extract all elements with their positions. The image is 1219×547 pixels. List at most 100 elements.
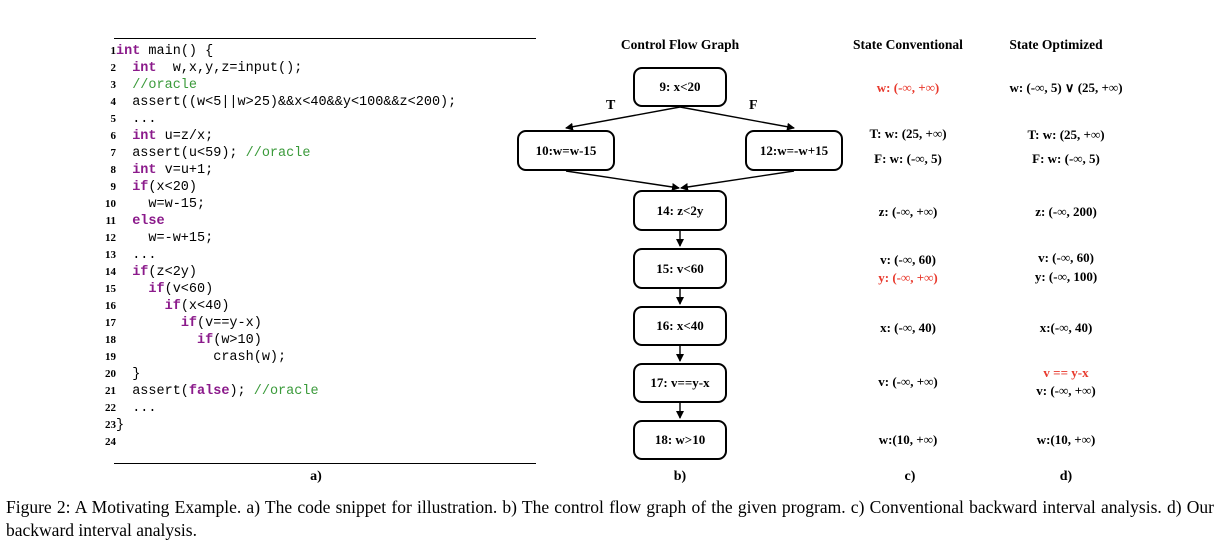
code-keyword: if [132, 180, 149, 195]
code-text: (z<2y) [148, 265, 198, 280]
line-number: 16 [105, 300, 116, 312]
code-keyword: if [180, 316, 198, 331]
optimized-state-14: z: (-∞, 200) [1035, 204, 1097, 219]
code-line: 7 assert(u<59); //oracle [100, 145, 536, 162]
line-number: 14 [105, 266, 116, 278]
line-number: 13 [105, 249, 116, 261]
line-number: 7 [110, 147, 117, 159]
subfigure-label-d: d) [1059, 469, 1073, 484]
code-line: 8 int v=u+1; [100, 162, 536, 179]
code-text: ... [116, 401, 157, 416]
conventional-state-15-v: v: (-∞, 60) [880, 252, 936, 267]
code-text: w,x,y,z=input(); [156, 61, 303, 76]
line-number: 3 [110, 79, 117, 91]
optimized-state-15-y: y: (-∞, 100) [1034, 269, 1098, 284]
line-number: 20 [105, 368, 116, 380]
optimized-state-15-v: v: (-∞, 60) [1038, 250, 1094, 265]
code-keyword: int [132, 61, 157, 76]
code-text: w=w-15; [116, 197, 206, 212]
code-keyword: if [197, 333, 214, 348]
cfg-node-14: 14: z<2y [633, 190, 727, 231]
code-text: crash(w); [116, 350, 287, 365]
cfg-title: Control Flow Graph [620, 37, 740, 52]
line-number: 12 [105, 232, 116, 244]
code-text: ... [116, 248, 157, 263]
line-number: 18 [105, 334, 116, 346]
code-keyword: if [132, 265, 149, 280]
line-number: 8 [110, 164, 117, 176]
optimized-state-18: w:(10, +∞) [1036, 432, 1096, 447]
conventional-title: State Conventional [853, 37, 963, 52]
code-keyword: int [132, 163, 157, 178]
code-text: ... [116, 112, 157, 127]
code-line: 18 if(w>10) [100, 332, 536, 349]
code-top-rule [114, 38, 536, 39]
cfg-node-9: 9: x<20 [633, 67, 727, 107]
line-number: 4 [110, 96, 117, 108]
code-comment: //oracle [116, 78, 198, 93]
optimized-state-10: T: w: (25, +∞) [1027, 127, 1105, 142]
code-line: 14 if(z<2y) [100, 264, 536, 281]
line-number: 9 [110, 181, 117, 193]
code-line: 20 } [100, 366, 536, 383]
code-snippet: 1int main() {2 int w,x,y,z=input();3 //o… [100, 38, 536, 464]
line-number: 2 [110, 62, 117, 74]
subfigure-label-c: c) [904, 469, 916, 484]
code-line: 21 assert(false); //oracle [100, 383, 536, 400]
conventional-state-10: T: w: (25, +∞) [869, 126, 947, 141]
edge-10-to-14 [565, 170, 680, 191]
conventional-state-9: w: (-∞, +∞) [876, 80, 940, 95]
conventional-state-12: F: w: (-∞, 5) [874, 151, 942, 166]
conventional-state-17: v: (-∞, +∞) [878, 374, 938, 389]
conventional-state-15-y: y: (-∞, +∞) [878, 270, 938, 285]
code-bottom-rule [114, 463, 536, 464]
code-line: 9 if(x<20) [100, 179, 536, 196]
line-number: 6 [110, 130, 117, 142]
optimized-state-17-constraint: v == y-x [1043, 365, 1089, 380]
figure-caption: Figure 2: A Motivating Example. a) The c… [6, 497, 1214, 540]
line-number: 23 [105, 419, 116, 431]
code-line: 10 w=w-15; [100, 196, 536, 213]
code-text: } [116, 367, 141, 382]
cfg-node-18: 18: w>10 [633, 420, 727, 460]
optimized-state-9: w: (-∞, 5) ∨ (25, +∞) [1009, 80, 1123, 95]
code-keyword: int [116, 44, 141, 59]
code-text: main() { [140, 44, 214, 59]
line-number: 11 [105, 215, 116, 227]
code-comment: //oracle [253, 384, 319, 399]
optimized-state-17-v: v: (-∞, +∞) [1036, 383, 1096, 398]
subfigure-label-b: b) [673, 469, 687, 484]
code-line: 6 int u=z/x; [100, 128, 536, 145]
subfigure-label-a: a) [310, 469, 322, 484]
code-line: 5 ... [100, 111, 536, 128]
code-line: 22 ... [100, 400, 536, 417]
line-number: 24 [105, 436, 116, 448]
code-text: (v==y-x) [197, 316, 262, 331]
code-line: 13 ... [100, 247, 536, 264]
code-line: 15 if(v<60) [100, 281, 536, 298]
conventional-state-16: x: (-∞, 40) [880, 320, 936, 335]
code-keyword: false [188, 384, 230, 399]
code-line: 4 assert((w<5||w>25)&&x<40&&y<100&&z<200… [100, 94, 536, 111]
cfg-node-15: 15: v<60 [633, 248, 727, 289]
line-number: 10 [105, 198, 116, 210]
optimized-title: State Optimized [1009, 37, 1103, 52]
edge-label-false: F [749, 98, 758, 113]
line-number: 21 [105, 385, 116, 397]
line-number: 1 [110, 45, 117, 57]
optimized-state-16: x:(-∞, 40) [1039, 320, 1093, 335]
code-text: u=z/x; [156, 129, 214, 144]
code-text: } [116, 418, 125, 433]
code-keyword: int [132, 129, 157, 144]
code-text: ); [229, 384, 254, 399]
code-keyword: else [132, 214, 165, 229]
code-line: 12 w=-w+15; [100, 230, 536, 247]
code-keyword: if [164, 299, 181, 314]
line-number: 5 [110, 113, 117, 125]
code-text: assert( [116, 384, 189, 399]
code-line: 24 [100, 434, 536, 451]
code-text: (x<20) [148, 180, 198, 195]
line-number: 22 [105, 402, 116, 414]
code-text: w=-w+15; [116, 231, 214, 246]
